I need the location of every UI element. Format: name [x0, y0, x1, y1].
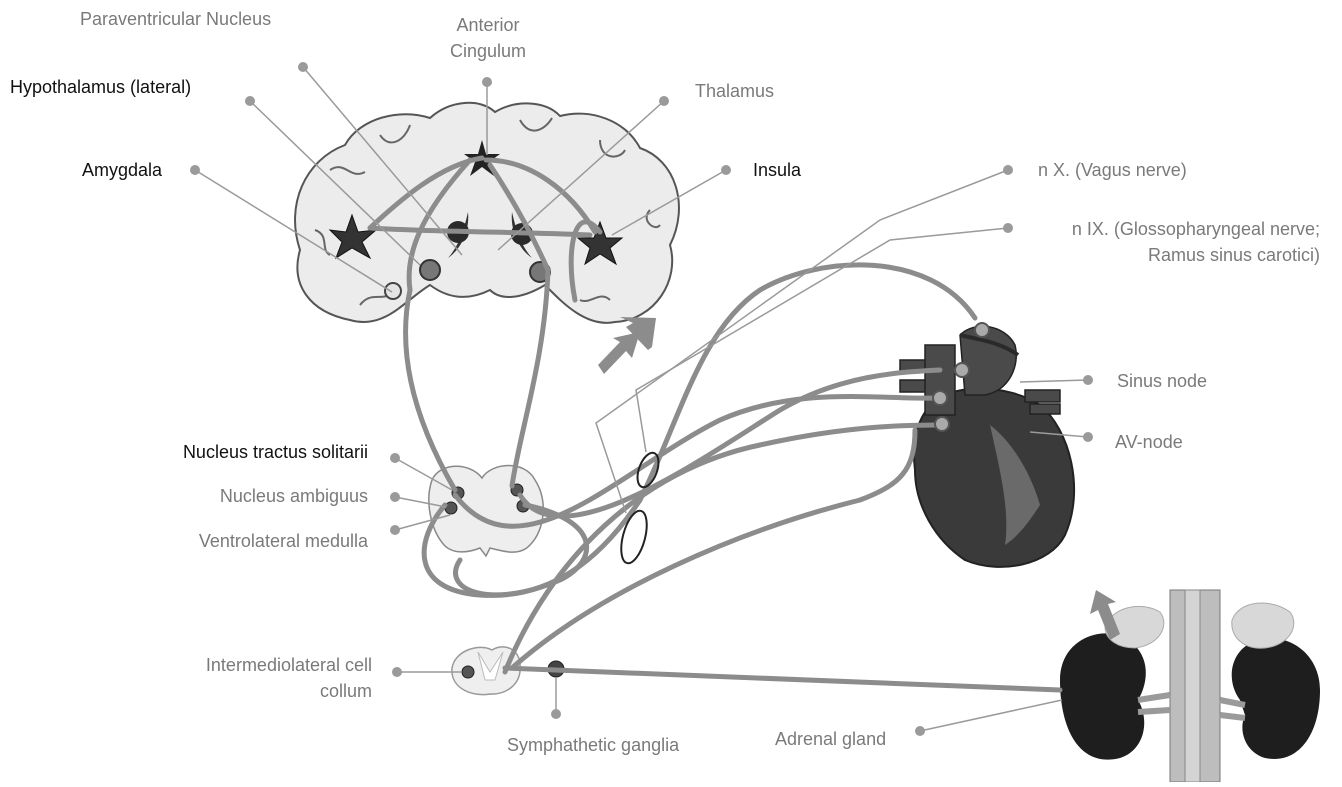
- heart-node-av: [935, 417, 949, 431]
- kidney-left: [1060, 633, 1146, 759]
- label-hypothalamus: Hypothalamus (lateral): [10, 76, 191, 98]
- amygdala-dot: [385, 283, 401, 299]
- label-ntr: Nucleus tractus solitarii: [100, 441, 368, 463]
- label-insula: Insula: [753, 159, 801, 181]
- label-adrenal: Adrenal gland: [775, 728, 886, 750]
- heart-node-top: [975, 323, 989, 337]
- label-ganglia: Symphathetic ganglia: [507, 734, 679, 756]
- heart-node-sinus: [955, 363, 969, 377]
- glosso-bundle: [616, 508, 651, 566]
- heart: [900, 326, 1074, 567]
- label-ambiguus: Nucleus ambiguus: [100, 485, 368, 507]
- label-iml-line2: collum: [100, 680, 372, 702]
- label-anterior-cingulum-line1: Anterior: [438, 14, 538, 36]
- label-sinus-node: Sinus node: [1117, 370, 1207, 392]
- kidney-right: [1232, 638, 1320, 759]
- label-ventrolateral: Ventrolateral medulla: [100, 530, 368, 552]
- heart-node-2: [933, 391, 947, 405]
- label-amygdala: Amygdala: [82, 159, 162, 181]
- label-paraventricular: Paraventricular Nucleus: [80, 8, 271, 30]
- thalamus-left: [420, 260, 440, 280]
- label-vagus: n X. (Vagus nerve): [1038, 159, 1187, 181]
- label-glosso-line2: Ramus sinus carotici): [1030, 244, 1320, 266]
- label-anterior-cingulum-line2: Cingulum: [438, 40, 538, 62]
- label-iml-line1: Intermediolateral cell: [100, 654, 372, 676]
- label-glosso-line1: n IX. (Glossopharyngeal nerve;: [1030, 218, 1320, 240]
- vena: [1185, 590, 1200, 782]
- brain-arrows: [598, 317, 656, 374]
- kidneys: [1060, 590, 1320, 782]
- label-av-node: AV-node: [1115, 431, 1183, 453]
- label-thalamus: Thalamus: [695, 80, 774, 102]
- iml-dot: [462, 666, 474, 678]
